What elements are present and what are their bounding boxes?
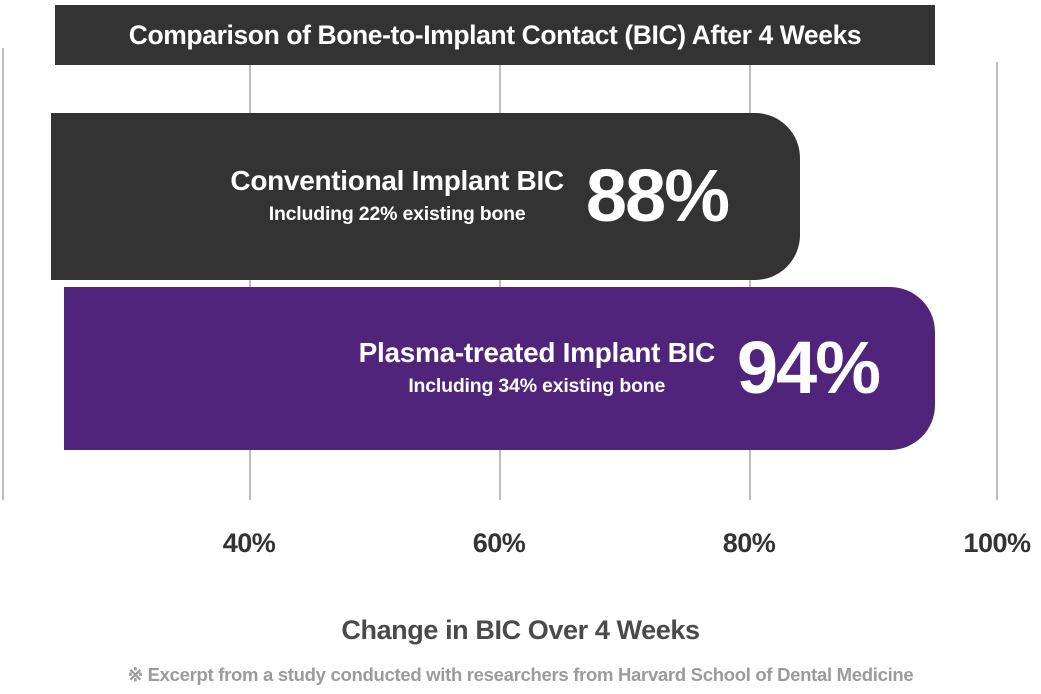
page-title: Comparison of Bone-to-Implant Contact (B… <box>128 19 862 50</box>
bar-conventional-value: 88% <box>585 154 730 238</box>
bar-plasma-value: 94% <box>736 326 881 410</box>
source-footnote: ※ Excerpt from a study conducted with re… <box>127 664 914 685</box>
axis-tick-40: 40% <box>222 528 276 558</box>
axis-tick-60: 60% <box>472 528 526 558</box>
axis-tick-100: 100% <box>963 528 1031 558</box>
bar-plasma-treated-implant: Plasma-treated Implant BIC Including 34%… <box>64 287 935 450</box>
chart-title-banner: Comparison of Bone-to-Implant Contact (B… <box>55 5 935 65</box>
gridline-80 <box>749 62 751 500</box>
bar-conventional-sublabel: Including 22% existing bone <box>268 202 526 225</box>
bar-conventional-implant: Conventional Implant BIC Including 22% e… <box>51 113 800 280</box>
bar-plasma-sublabel: Including 34% existing bone <box>408 374 666 397</box>
gridline-100 <box>996 62 998 500</box>
bar-conventional-name: Conventional Implant BIC <box>230 164 564 196</box>
bar-plasma-label-group: Plasma-treated Implant BIC Including 34%… <box>358 336 716 397</box>
bar-conventional-label-group: Conventional Implant BIC Including 22% e… <box>230 164 564 225</box>
gridline-left-edge <box>2 48 4 500</box>
axis-tick-80: 80% <box>722 528 776 558</box>
axis-caption: Change in BIC Over 4 Weeks <box>341 615 700 645</box>
bar-plasma-name: Plasma-treated Implant BIC <box>358 336 716 368</box>
